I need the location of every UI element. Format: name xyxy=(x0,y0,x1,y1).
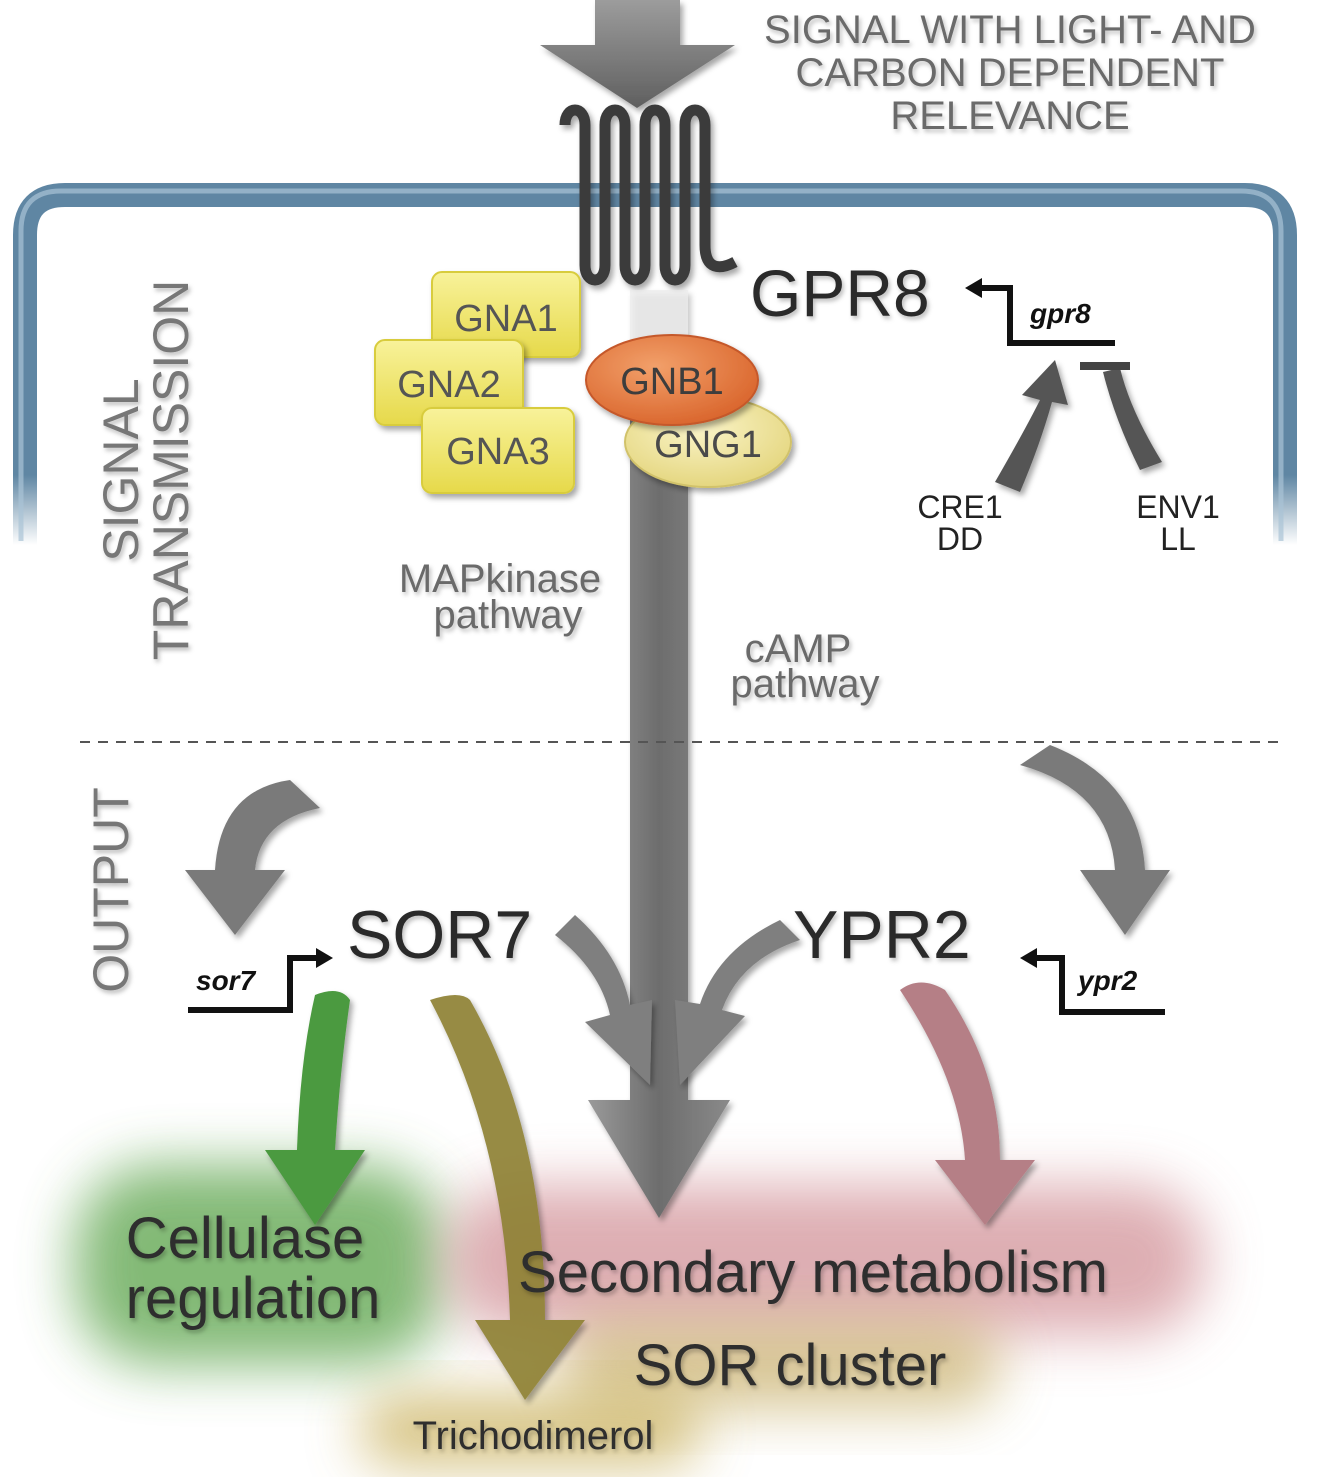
secondary-metabolism-label: Secondary metabolism xyxy=(518,1240,1108,1305)
sor-cluster-glow xyxy=(560,1320,1000,1410)
sor-cluster-label: SOR cluster xyxy=(634,1333,947,1398)
gnb1-ellipse xyxy=(585,334,759,426)
output-glows xyxy=(75,1165,1205,1465)
section-label-transmission: TRANSMISSION xyxy=(143,280,199,661)
signal-text-line2: CARBON DEPENDENT xyxy=(796,51,1225,95)
camp-label-line1: cAMP xyxy=(745,627,852,671)
g-alpha-subunits: GNA1 GNA2 GNA3 xyxy=(374,271,581,494)
camp-label-line2: pathway xyxy=(731,662,880,706)
gpr8-promoter-arrowhead xyxy=(965,278,982,298)
left-output-arrow xyxy=(185,780,320,935)
signal-text-line3: RELEVANCE xyxy=(890,94,1129,138)
ypr2-to-secondary-arrow xyxy=(675,920,800,1085)
ypr2-secondary-arrow xyxy=(900,982,1035,1225)
section-label-signal: SIGNAL xyxy=(93,378,149,561)
sor7-promoter-arrowhead xyxy=(316,948,333,968)
cellulase-arrow xyxy=(265,991,365,1225)
cellulase-label-line2: regulation xyxy=(126,1266,381,1331)
signal-arrow xyxy=(540,0,735,108)
ypr2-label: YPR2 xyxy=(793,897,971,973)
cellulase-glow xyxy=(75,1165,445,1365)
trichodimerol-glow xyxy=(360,1395,700,1465)
right-output-arrow xyxy=(1020,745,1170,935)
env1-repression-arrow xyxy=(1103,368,1162,470)
gpr8-promoter xyxy=(975,285,1115,346)
cre1-label: CRE1 xyxy=(917,489,1002,525)
trichodimerol-arrow xyxy=(430,995,585,1400)
gna3-label: GNA3 xyxy=(446,431,549,473)
trichodimerol-label: Trichodimerol xyxy=(413,1414,654,1458)
gpr8-gene-label: gpr8 xyxy=(1029,298,1091,329)
env1-label: ENV1 xyxy=(1136,489,1220,525)
env1-condition: LL xyxy=(1160,521,1196,557)
cell-membrane-highlight xyxy=(18,188,1284,541)
ypr2-promoter-arrowhead xyxy=(1020,948,1037,968)
cellulase-label-line1: Cellulase xyxy=(126,1206,365,1271)
sor7-promoter xyxy=(188,955,322,1013)
section-label-output: OUTPUT xyxy=(83,787,139,993)
gna1-label: GNA1 xyxy=(454,298,557,340)
gpr8-label: GPR8 xyxy=(750,256,930,330)
gna3-box xyxy=(421,407,575,494)
secondary-metabolism-glow xyxy=(445,1185,1205,1335)
cre1-condition: DD xyxy=(937,521,983,557)
ypr2-promoter xyxy=(1030,955,1165,1015)
gna2-label: GNA2 xyxy=(397,364,500,406)
signal-text-line1: SIGNAL WITH LIGHT- AND xyxy=(764,8,1256,52)
sor7-label: SOR7 xyxy=(347,897,532,973)
cell-membrane xyxy=(13,183,1297,557)
ypr2-gene-label: ypr2 xyxy=(1076,965,1138,996)
gpr8-receptor-icon xyxy=(559,104,738,286)
gng1-label: GNG1 xyxy=(654,424,762,466)
sor7-gene-label: sor7 xyxy=(196,965,257,996)
gnb1-label: GNB1 xyxy=(620,361,723,403)
mapk-label-line1: MAPkinase xyxy=(399,557,601,601)
sor7-to-secondary-arrow xyxy=(555,915,652,1085)
mapk-label-line2: pathway xyxy=(434,593,583,637)
cre1-activation-arrow xyxy=(995,360,1068,492)
